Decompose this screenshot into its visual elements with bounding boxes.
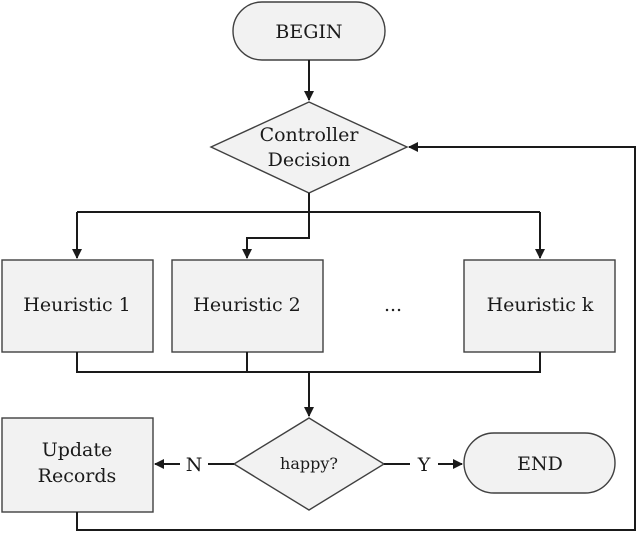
yes-label: Y <box>417 454 431 476</box>
edge-to-heuristic-2 <box>242 212 310 259</box>
edge-loop-back-to-controller <box>76 142 636 531</box>
happy-decision-node: happy? <box>232 417 386 511</box>
heuristic-k-node: Heuristic k <box>463 259 616 353</box>
end-label: END <box>517 453 563 475</box>
heuristic-1-node: Heuristic 1 <box>1 259 154 353</box>
begin-node: BEGIN <box>232 1 386 61</box>
controller-label-line2: Decision <box>268 149 351 171</box>
update-records-node: Update Records <box>1 417 154 513</box>
heuristic-k-label: Heuristic k <box>487 294 594 316</box>
update-label-line1: Update <box>42 439 113 461</box>
controller-label-line1: Controller <box>260 124 360 146</box>
begin-label: BEGIN <box>275 21 342 43</box>
happy-label: happy? <box>280 454 338 473</box>
heuristic-2-node: Heuristic 2 <box>171 259 324 353</box>
end-node: END <box>463 432 616 494</box>
edge-heuristics-merge-bar <box>76 352 541 373</box>
heuristic-1-label: Heuristic 1 <box>23 294 130 316</box>
no-label: N <box>186 454 203 476</box>
update-label-line2: Records <box>38 465 117 487</box>
heuristic-ellipsis: ... <box>384 294 402 316</box>
heuristic-2-label: Heuristic 2 <box>193 294 300 316</box>
controller-decision-node: Controller Decision <box>209 101 409 194</box>
